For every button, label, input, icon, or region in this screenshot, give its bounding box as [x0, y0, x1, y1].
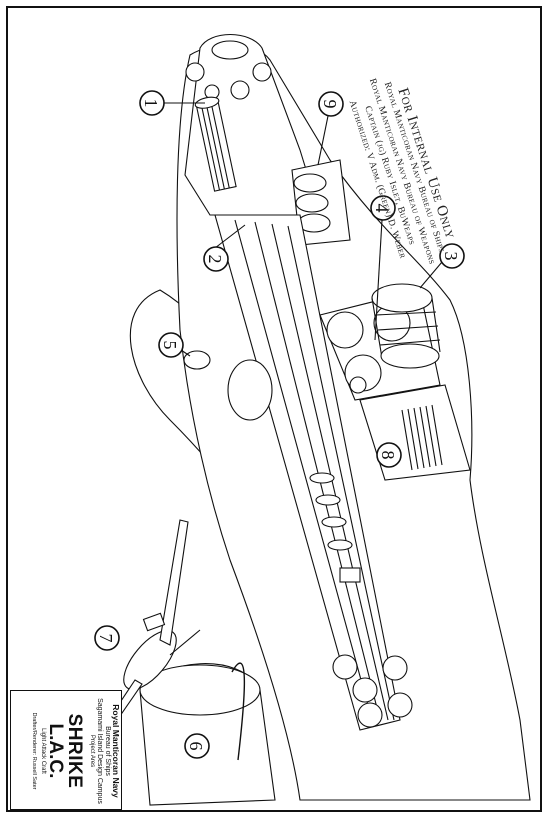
sensor-blister-5	[183, 350, 211, 370]
nose-sensor-1	[185, 62, 205, 82]
nose-tip	[211, 40, 249, 60]
spinal-graser	[214, 214, 401, 731]
title-block-bureau: Bureau of Ships	[104, 726, 111, 776]
callout-5: 5	[158, 332, 191, 358]
title-block-role: Light Attack Craft	[40, 728, 46, 774]
callout-label-2: 2	[205, 255, 225, 264]
title-block-content: Royal Manticoran Navy Bureau of Ships Sa…	[11, 691, 123, 811]
callout-9: 9	[317, 91, 344, 166]
title-block-project: Project Ares	[89, 734, 95, 768]
callout-2: 2	[203, 224, 246, 272]
sheet-border	[6, 6, 542, 812]
counter-missile-drum-3	[371, 283, 441, 369]
callout-label-3: 3	[441, 252, 461, 261]
title-block-drafter: Drafter/Renderer: Russell Sater	[31, 712, 37, 790]
callout-label-1: 1	[141, 99, 161, 108]
callout-8: 8	[376, 442, 402, 468]
nose-sensor-2	[252, 62, 272, 82]
title-block: Royal Manticoran Navy Bureau of Ships Sa…	[10, 690, 122, 810]
callout-label-8: 8	[378, 451, 398, 460]
title-block-campus: Sagamami Island Design Campus	[96, 698, 103, 804]
callout-label-9: 9	[320, 100, 340, 109]
callout-label-7: 7	[96, 634, 116, 643]
nose-sensor-3	[230, 80, 250, 100]
gatling-cannon	[194, 96, 237, 192]
callout-label-5: 5	[160, 341, 180, 350]
aft-thrusters	[332, 654, 413, 728]
callout-4: 4	[370, 195, 396, 341]
vent-grille	[401, 404, 443, 471]
callout-6: 6	[184, 733, 210, 759]
callout-label-4: 4	[372, 204, 392, 213]
title-block-class: L.A.C.	[45, 723, 66, 779]
callout-label-6: 6	[186, 742, 206, 751]
callout-1: 1	[139, 90, 205, 116]
title-block-org: Royal Manticoran Navy	[111, 704, 121, 798]
hull-ring-6	[139, 662, 276, 806]
callout-7: 7	[94, 625, 120, 651]
title-block-ship-name: SHRIKE	[64, 713, 85, 789]
callout-3: 3	[419, 243, 465, 289]
